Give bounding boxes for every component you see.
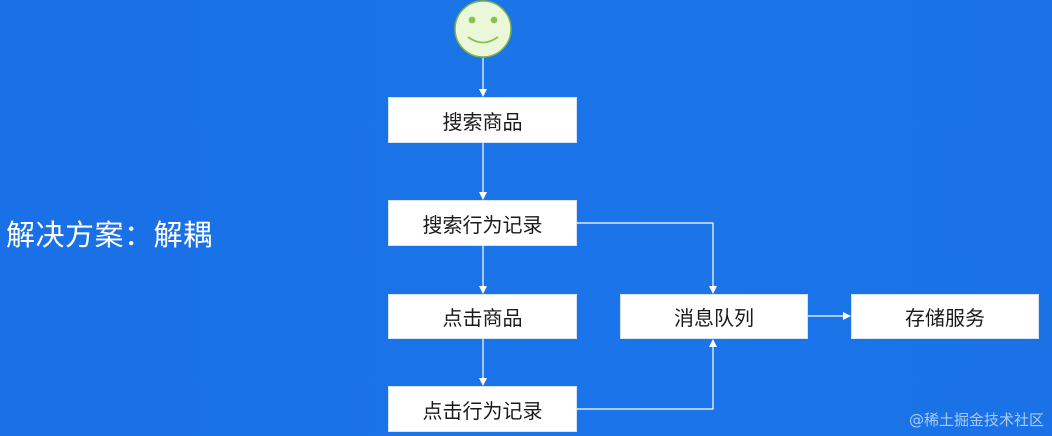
node-search-product: 搜索商品 (388, 97, 577, 143)
node-click-behavior-log: 点击行为记录 (388, 386, 577, 432)
node-search-behavior-log: 搜索行为记录 (388, 200, 577, 246)
edge-click-log-to-message-queue (577, 339, 717, 410)
edge-search-log-to-message-queue (577, 222, 717, 294)
node-storage-service: 存储服务 (851, 294, 1039, 339)
node-click-product: 点击商品 (388, 294, 577, 339)
node-message-queue: 消息队列 (620, 294, 808, 339)
watermark: @稀土掘金技术社区 (908, 411, 1044, 429)
solution-title: 解决方案：解耦 (6, 218, 213, 252)
